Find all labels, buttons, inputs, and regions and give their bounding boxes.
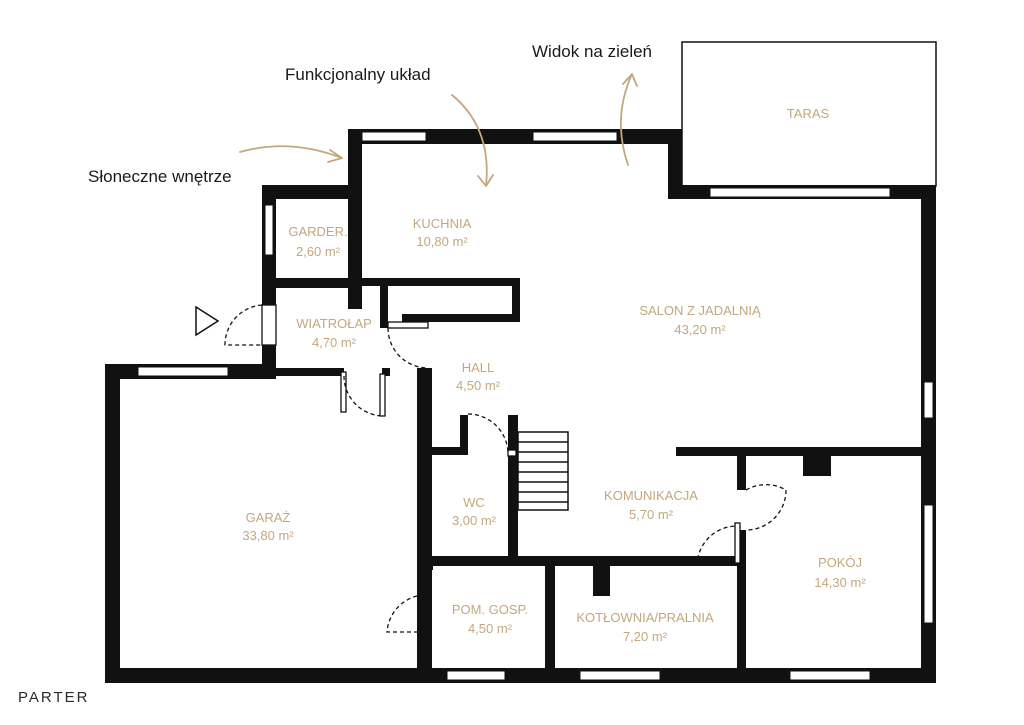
room-kuchnia-name: KUCHNIA: [413, 216, 472, 231]
wall-wiatrolap-bottom: [276, 368, 344, 376]
wall-top-step: [668, 129, 682, 197]
door-kotlownia: [696, 522, 741, 567]
room-wc-area: 3,00 m²: [452, 513, 497, 528]
wall-hall-left: [382, 368, 390, 376]
wall-garderoba-bottom: [276, 278, 362, 288]
room-wiatrolap-area: 4,70 m²: [312, 335, 357, 350]
door-pokoj: [745, 483, 787, 531]
arrow-view: [620, 73, 638, 166]
door-garage: [340, 371, 386, 417]
note-layout: Funkcjonalny układ: [285, 65, 431, 84]
room-komunikacja-area: 5,70 m²: [629, 507, 674, 522]
arrow-layout: [451, 94, 494, 187]
window-pokoj-right: [923, 504, 934, 624]
staircase: [517, 431, 569, 511]
note-sunny: Słoneczne wnętrze: [88, 167, 232, 186]
room-komunikacja-name: KOMUNIKACJA: [604, 488, 698, 503]
door-entrance: [195, 304, 277, 346]
wall-kitchen-counter-end: [512, 278, 520, 322]
room-salon-name: SALON Z JADALNIĄ: [639, 303, 761, 318]
room-wiatrolap-name: WIATROŁAP: [296, 316, 372, 331]
window-kotlownia: [579, 670, 661, 681]
room-salon-area: 43,20 m²: [674, 322, 726, 337]
room-pokoj-name: POKÓJ: [818, 555, 862, 570]
wall-kitchen-left: [348, 129, 362, 309]
door-wc: [467, 413, 517, 457]
room-hall-name: HALL: [462, 360, 495, 375]
room-pom-gosp-name: POM. GOSP.: [452, 602, 528, 617]
room-hall-area: 4,50 m²: [456, 378, 501, 393]
door-pom-gosp: [386, 595, 418, 633]
wall-wc-right: [508, 415, 518, 565]
wall-pokoj-left: [737, 456, 746, 490]
window-terrace: [709, 187, 891, 198]
wall-wc-bottom: [417, 556, 697, 566]
room-garaz-area: 33,80 m²: [242, 528, 294, 543]
arrow-sunny: [239, 145, 343, 163]
door-wiatrolap-hall: [387, 321, 429, 369]
window-garage-top: [137, 366, 229, 377]
wall-wc-top: [432, 447, 460, 455]
room-garderoba-area: 2,60 m²: [296, 244, 341, 259]
window-pom-gosp: [446, 670, 506, 681]
note-view: Widok na zieleń: [532, 42, 652, 61]
wall-wiatrolap-left: [262, 345, 276, 379]
wall-kot-right: [690, 556, 737, 566]
room-kotlownia-area: 7,20 m²: [623, 629, 668, 644]
wall-hall-east: [460, 415, 468, 455]
wall-wiatrolap-right: [380, 278, 388, 328]
room-pom-gosp-area: 4,50 m²: [468, 621, 513, 636]
room-kuchnia-area: 10,80 m²: [416, 234, 468, 249]
wall-pom-gosp-top: [417, 556, 433, 570]
window-kitchen: [361, 131, 427, 142]
wall-pom-kot: [545, 556, 555, 668]
window-salon-right: [923, 381, 934, 419]
wall-pokoj-pillar: [803, 456, 831, 476]
room-garderoba-name: GARDER.: [288, 224, 347, 239]
wall-kotlownia-pillar: [593, 566, 610, 596]
wall-pokoj-left-lower: [737, 530, 746, 668]
wall-garderoba-top: [262, 185, 362, 199]
room-kotlownia-name: KOTŁOWNIA/PRALNIA: [576, 610, 714, 625]
wall-pokoj-top: [676, 447, 921, 456]
window-pokoj-bottom: [789, 670, 871, 681]
window-garderoba: [264, 204, 274, 256]
room-garaz-name: GARAŻ: [246, 510, 291, 525]
wall-bottom: [105, 668, 936, 683]
window-salon-top: [532, 131, 618, 142]
wall-kitchen-island: [402, 314, 520, 322]
wall-kitchen-counter: [348, 278, 518, 286]
room-wc-name: WC: [463, 495, 485, 510]
room-pokoj-area: 14,30 m²: [814, 575, 866, 590]
floor-label: PARTER: [18, 689, 89, 706]
wall-hall-west: [417, 368, 432, 668]
room-taras-name: TARAS: [787, 106, 830, 121]
